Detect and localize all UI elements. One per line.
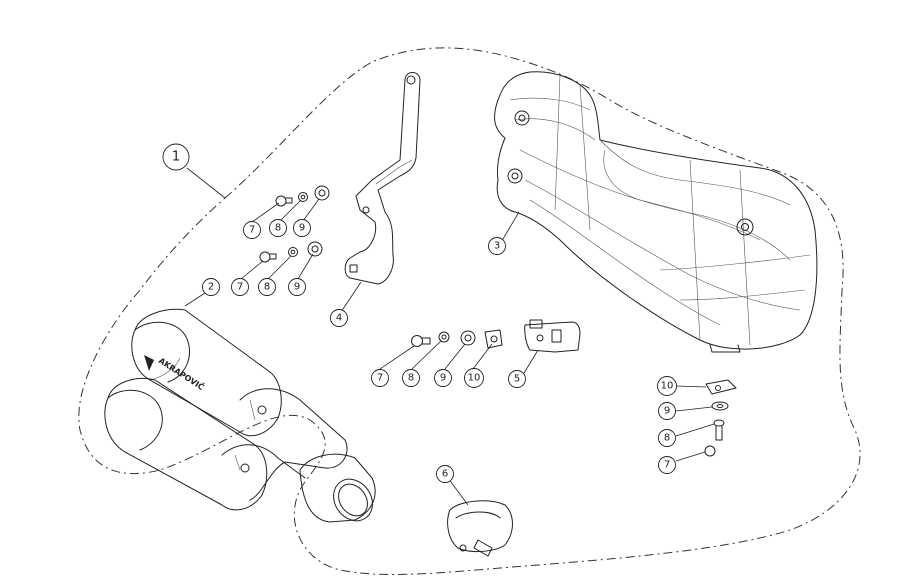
svg-text:8: 8 (275, 223, 281, 234)
callout-4: 4 (330, 309, 348, 327)
svg-text:7: 7 (664, 460, 670, 471)
muffler-part: AKRAPOVIČ (104, 308, 376, 523)
callout-9c: 9 (434, 369, 452, 387)
callout-5: 5 (508, 370, 526, 388)
callout-10d: 10 (657, 376, 677, 396)
bracket-part (344, 72, 421, 285)
callout-2: 2 (202, 278, 220, 296)
callout-8b: 8 (258, 278, 276, 296)
callout-6: 6 (436, 465, 454, 483)
callout-7c: 7 (371, 369, 389, 387)
clamp-part (447, 500, 513, 557)
svg-text:9: 9 (440, 373, 446, 384)
svg-text:4: 4 (336, 313, 342, 324)
hardware-set-a (275, 185, 330, 207)
svg-text:2: 2 (208, 282, 214, 293)
svg-text:6: 6 (442, 469, 448, 480)
svg-text:9: 9 (294, 282, 300, 293)
callout-8d: 8 (658, 429, 676, 447)
callout-8a: 8 (269, 219, 287, 237)
callout-7a: 7 (243, 221, 261, 239)
svg-text:7: 7 (249, 225, 255, 236)
leader-lines (184, 167, 715, 506)
hardware-set-d (704, 379, 737, 457)
svg-text:7: 7 (377, 373, 383, 384)
svg-text:3: 3 (494, 241, 500, 252)
svg-text:9: 9 (299, 223, 305, 234)
svg-text:7: 7 (237, 282, 243, 293)
callout-8c: 8 (402, 369, 420, 387)
svg-text:5: 5 (514, 374, 520, 385)
callout-3: 3 (488, 237, 506, 255)
callout-9b: 9 (288, 278, 306, 296)
kit-boundary (78, 47, 861, 575)
svg-text:1: 1 (172, 150, 180, 165)
svg-text:10: 10 (661, 381, 674, 392)
callout-9a: 9 (293, 219, 311, 237)
callout-7d: 7 (658, 456, 676, 474)
svg-text:10: 10 (468, 373, 481, 384)
svg-text:8: 8 (664, 433, 670, 444)
svg-text:9: 9 (664, 406, 670, 417)
callout-7b: 7 (231, 278, 249, 296)
callout-1: 1 (162, 143, 190, 171)
akrapovic-logo-mark (144, 355, 154, 371)
hardware-set-c (411, 329, 503, 349)
heat-shield-part (494, 71, 818, 353)
svg-text:8: 8 (264, 282, 270, 293)
callout-9d: 9 (658, 402, 676, 420)
callout-10c: 10 (464, 368, 484, 388)
clip-part (524, 319, 581, 353)
hardware-set-b (259, 241, 323, 263)
svg-text:8: 8 (408, 373, 414, 384)
